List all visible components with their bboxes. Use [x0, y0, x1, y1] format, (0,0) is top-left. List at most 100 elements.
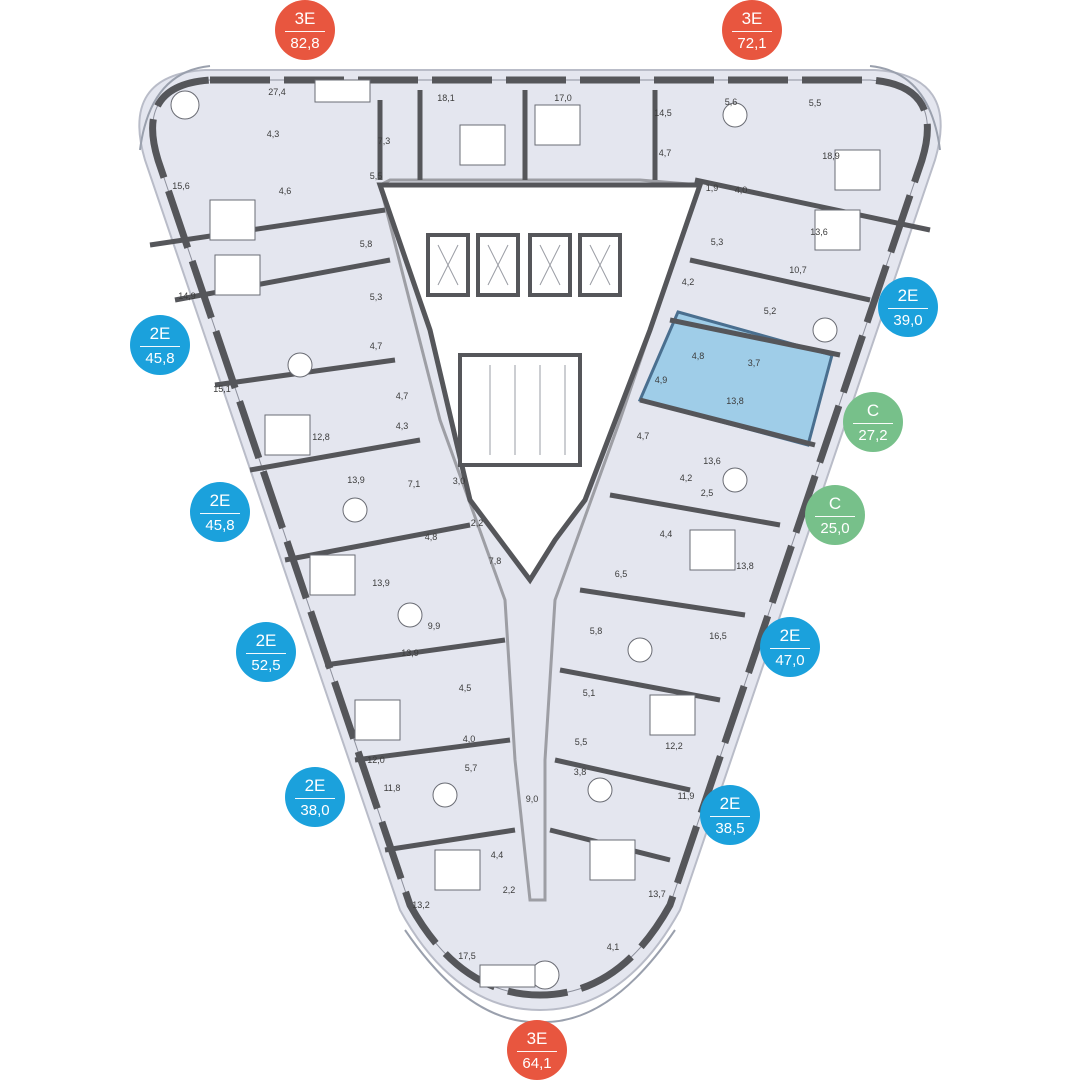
apartment-type: 2Е [209, 491, 231, 510]
divider [710, 816, 750, 817]
apartment-type: С [828, 494, 842, 513]
room-area-label: 12,8 [312, 432, 330, 442]
apartment-type: 2Е [304, 776, 326, 795]
divider [285, 31, 325, 32]
apartment-badge[interactable]: 2Е 39,0 [878, 277, 938, 337]
room-area-label: 4,5 [458, 683, 472, 693]
apartment-area: 82,8 [290, 35, 320, 52]
apartment-area: 45,8 [145, 350, 175, 367]
room-area-label: 5,6 [724, 97, 738, 107]
room-area-label: 4,3 [395, 421, 409, 431]
room-area-label: 5,3 [710, 237, 724, 247]
furniture [170, 79, 881, 990]
room-area-label: 11,8 [383, 783, 401, 793]
room-area-label: 5,5 [808, 98, 822, 108]
divider [246, 653, 286, 654]
divider [770, 648, 810, 649]
room-area-label: 10,7 [789, 265, 807, 275]
apartment-badge[interactable]: С 27,2 [843, 392, 903, 452]
apartment-badge[interactable]: 2Е 38,0 [285, 767, 345, 827]
balcony-top-right [869, 65, 941, 151]
elevator-shaft-4 [578, 233, 622, 297]
room-area-label: 17,0 [554, 93, 572, 103]
room-area-label: 4,4 [490, 850, 504, 860]
room-area-label: 2,2 [502, 885, 516, 895]
room-area-label: 4,3 [266, 129, 280, 139]
room-area-label: 2,5 [700, 488, 714, 498]
divider [140, 346, 180, 347]
room-area-label: 4,7 [636, 431, 650, 441]
apartment-area: 25,0 [820, 520, 850, 537]
room-area-label: 5,2 [763, 306, 777, 316]
room-area-label: 18,1 [437, 93, 455, 103]
room-area-label: 4,4 [659, 529, 673, 539]
room-area-label: 4,9 [654, 375, 668, 385]
apartment-type: 2Е [719, 794, 741, 813]
room-area-label: 5,5 [369, 171, 383, 181]
room-area-label: 7,8 [488, 556, 502, 566]
room-area-label: 4,8 [691, 351, 705, 361]
central-core [376, 182, 704, 585]
apartment-badge[interactable]: 3Е 82,8 [275, 0, 335, 60]
room-area-label: 14,9 [178, 291, 196, 301]
divider [815, 516, 855, 517]
room-area-label: 4,6 [278, 186, 292, 196]
apartment-area: 38,5 [715, 820, 745, 837]
apartment-badge[interactable]: 2Е 52,5 [236, 622, 296, 682]
room-area-label: 2,2 [470, 518, 484, 528]
room-area-label: 4,7 [658, 148, 672, 158]
apartment-badge[interactable]: 2Е 45,8 [190, 482, 250, 542]
room-area-label: 5,8 [359, 239, 373, 249]
room-area-label: 13,6 [703, 456, 721, 466]
apartment-area: 38,0 [300, 802, 330, 819]
room-area-label: 13,7 [648, 889, 666, 899]
room-area-label: 6,5 [614, 569, 628, 579]
room-area-label: 16,5 [709, 631, 727, 641]
apartment-area: 52,5 [251, 657, 281, 674]
apartment-badge[interactable]: С 25,0 [805, 485, 865, 545]
room-area-label: 12,2 [665, 741, 683, 751]
room-area-label: 4,0 [734, 185, 748, 195]
room-area-label: 5,3 [369, 292, 383, 302]
apartment-type: 2Е [779, 626, 801, 645]
apartment-badge[interactable]: 2Е 45,8 [130, 315, 190, 375]
room-area-label: 12,0 [367, 755, 385, 765]
room-area-label: 4,8 [424, 532, 438, 542]
room-area-label: 11,9 [677, 791, 695, 801]
divider [732, 31, 772, 32]
room-area-label: 4,1 [606, 942, 620, 952]
room-area-label: 1,9 [705, 183, 719, 193]
stairwell [458, 353, 582, 467]
apartment-type: 2Е [255, 631, 277, 650]
room-area-label: 14,5 [654, 108, 672, 118]
corridor [378, 178, 703, 902]
room-area-label: 13,9 [347, 475, 365, 485]
party-walls-right [522, 90, 931, 863]
apartment-badge[interactable]: 3Е 72,1 [722, 0, 782, 60]
apartment-area: 39,0 [893, 312, 923, 329]
apartment-badge[interactable]: 2Е 47,0 [760, 617, 820, 677]
room-area-label: 9,9 [427, 621, 441, 631]
divider [853, 423, 893, 424]
room-area-label: 13,9 [372, 578, 390, 588]
apartment-badge[interactable]: 2Е 38,5 [700, 785, 760, 845]
room-area-label: 15,1 [213, 384, 231, 394]
party-walls-left [149, 90, 516, 853]
room-area-label: 7,1 [407, 479, 421, 489]
apartment-area: 27,2 [858, 427, 888, 444]
room-area-label: 3,8 [573, 767, 587, 777]
room-area-label: 13,8 [726, 396, 744, 406]
apartment-type: 2Е [149, 324, 171, 343]
divider [200, 513, 240, 514]
apartment-area: 64,1 [522, 1055, 552, 1072]
apartment-type: 3Е [294, 9, 316, 28]
room-area-label: 4,0 [462, 734, 476, 744]
outer-wall [149, 76, 931, 999]
apartment-area: 72,1 [737, 35, 767, 52]
room-area-label: 5,7 [464, 763, 478, 773]
apartment-badge[interactable]: 3Е 64,1 [507, 1020, 567, 1080]
apartment-type: 2Е [897, 286, 919, 305]
room-area-label: 15,6 [172, 181, 190, 191]
room-area-label: 13,6 [810, 227, 828, 237]
divider [888, 308, 928, 309]
